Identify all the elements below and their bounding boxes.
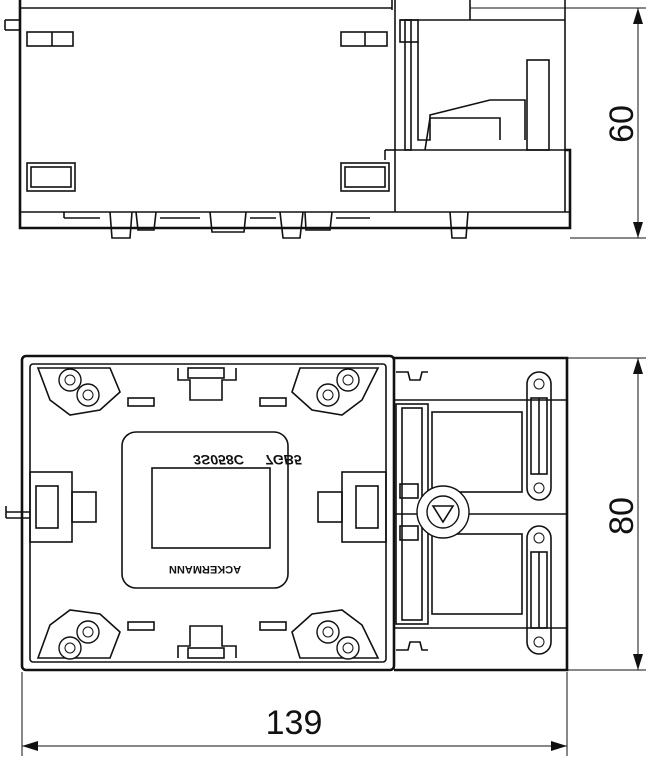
- dimension-depth-label: 80: [603, 497, 641, 535]
- dimension-depth: 80: [567, 357, 646, 671]
- left-latch: [5, 471, 97, 543]
- corner-mount-br: [291, 609, 380, 660]
- side-view: [4, 0, 572, 239]
- top-view: 3S058C 7GB5 ACKERMANN: [5, 354, 569, 672]
- socket-module: [395, 371, 552, 655]
- label-type: 7GB5: [265, 452, 302, 468]
- dimension-height: 60: [470, 7, 646, 239]
- corner-mount-tr: [291, 367, 380, 416]
- dimension-width-label: 139: [266, 704, 323, 742]
- dimension-width: 139: [21, 672, 568, 756]
- label-brand: ACKERMANN: [169, 563, 241, 575]
- corner-mount-bl: [36, 609, 121, 660]
- dimension-height-label: 60: [603, 105, 641, 143]
- label-code: 3S058C: [193, 452, 244, 468]
- right-latch: [317, 471, 387, 543]
- corner-mount-tl: [36, 367, 121, 416]
- label-plate: 3S058C 7GB5 ACKERMANN: [121, 431, 302, 589]
